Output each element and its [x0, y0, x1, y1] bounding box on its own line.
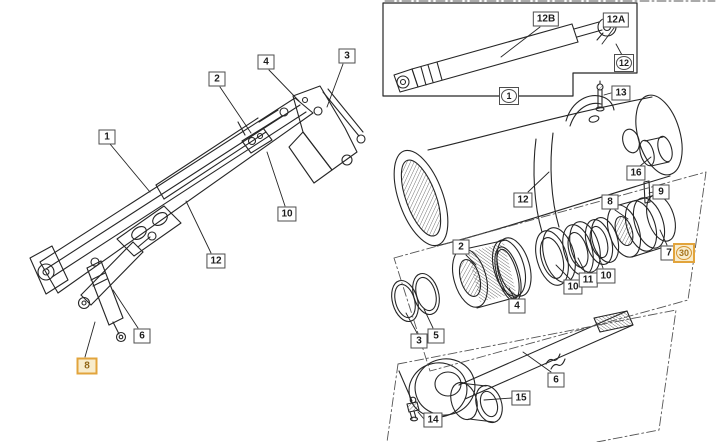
- callout-exp-8[interactable]: 8: [601, 194, 619, 210]
- callout-left-2[interactable]: 2: [208, 71, 226, 87]
- callout-exp-10b[interactable]: 10: [596, 268, 616, 284]
- callout-left-1[interactable]: 1: [98, 129, 116, 145]
- grease-nipple-drawing: [398, 370, 420, 422]
- callout-left-10[interactable]: 10: [277, 206, 297, 222]
- callout-ring: 12: [616, 56, 632, 70]
- callout-left-8[interactable]: 8: [76, 357, 98, 375]
- callout-exp-9[interactable]: 9: [652, 184, 670, 200]
- callout-asm-13[interactable]: 13: [611, 85, 631, 101]
- callout-exp-14[interactable]: 14: [423, 412, 443, 428]
- callout-asm-1[interactable]: 1: [499, 87, 519, 105]
- callout-exp-6[interactable]: 6: [547, 372, 565, 388]
- dowel-pin-drawing: [643, 180, 651, 204]
- callout-exp-15[interactable]: 15: [511, 390, 531, 406]
- piston-drawing: [606, 194, 676, 258]
- jack-ram-drawing: [86, 257, 127, 343]
- under-boom-ram-drawing: [77, 231, 157, 310]
- callout-left-3[interactable]: 3: [338, 48, 356, 64]
- callout-exp-4[interactable]: 4: [508, 298, 526, 314]
- callout-ring: 1: [501, 89, 517, 103]
- tilt-ram-drawing: [155, 107, 289, 200]
- callout-asm-12[interactable]: 12: [614, 54, 634, 72]
- boom-head-carriage-drawing: [288, 85, 366, 184]
- callout-left-4[interactable]: 4: [257, 54, 275, 70]
- boom-drawing: [29, 97, 314, 295]
- callout-exp-11[interactable]: 11: [578, 272, 598, 288]
- callout-exp-2[interactable]: 2: [452, 239, 470, 255]
- callout-exp-5[interactable]: 5: [427, 328, 445, 344]
- dipper-bracket-drawing: [116, 205, 182, 257]
- callout-asm-12b[interactable]: 12B: [532, 11, 560, 27]
- orings-drawing: [391, 272, 440, 323]
- assembled-ram-drawing: [393, 17, 617, 93]
- callout-left-6[interactable]: 6: [133, 328, 151, 344]
- callout-exp-30[interactable]: 30: [673, 243, 695, 263]
- grease-fitting-drawing: [595, 80, 605, 112]
- callout-ring: 30: [676, 246, 692, 260]
- callout-asm-12a[interactable]: 12A: [602, 12, 630, 28]
- assembled-ram-box: [382, 2, 638, 97]
- callout-exp-16[interactable]: 16: [626, 165, 646, 181]
- callout-exp-3[interactable]: 3: [410, 333, 428, 349]
- callout-left-12[interactable]: 12: [206, 253, 226, 269]
- callout-exp-12[interactable]: 12: [513, 192, 533, 208]
- piston-rod-drawing: [458, 310, 634, 400]
- end-plug-drawing: [639, 135, 673, 167]
- leader-lines: [84, 26, 668, 420]
